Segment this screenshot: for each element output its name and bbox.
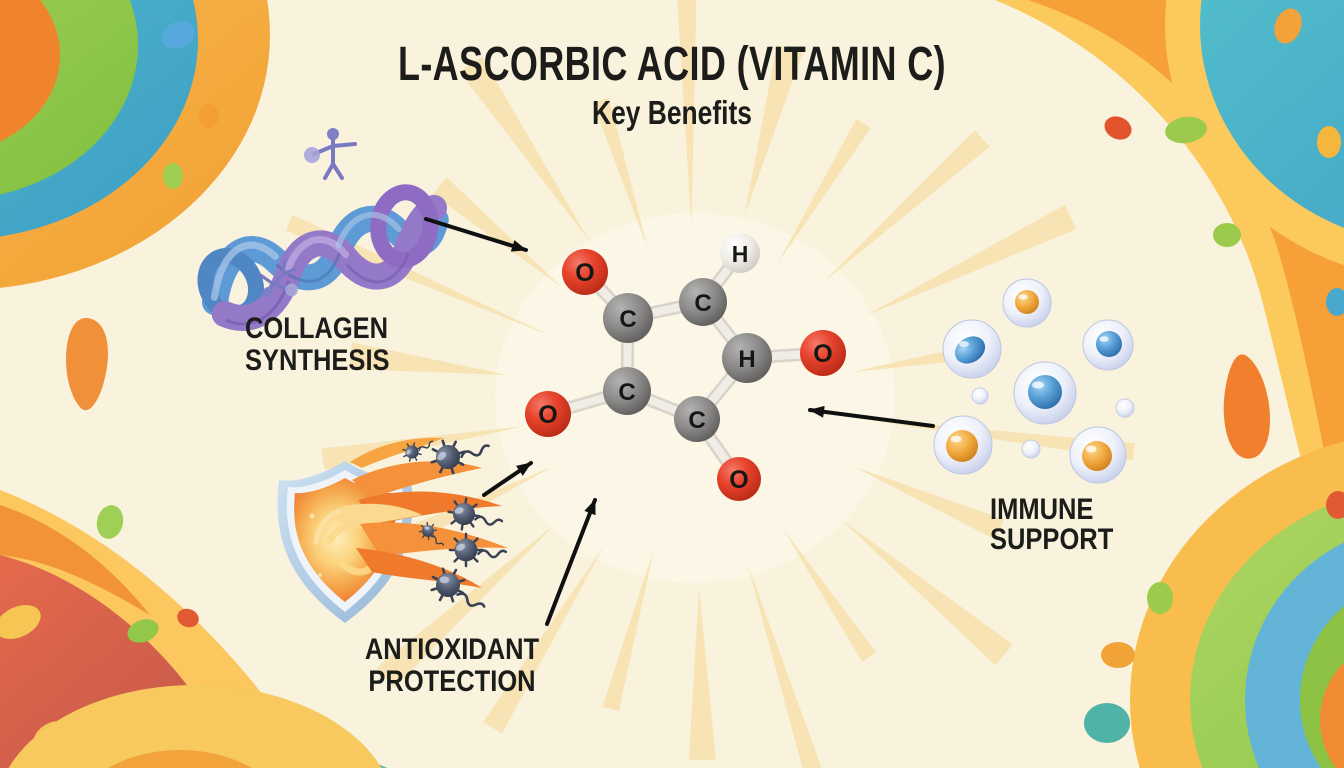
sun-ray bbox=[744, 45, 803, 215]
sun-ray bbox=[777, 119, 871, 264]
benefit-label-collagen-synthesis: COLLAGEN SYNTHESIS bbox=[245, 313, 390, 377]
benefit-label-line: IMMUNE bbox=[990, 493, 1094, 526]
arrows bbox=[424, 217, 935, 626]
accent-dot bbox=[199, 104, 219, 128]
background-decor-top-right bbox=[995, 0, 1344, 615]
collagen-figure-top-icon bbox=[302, 126, 357, 180]
accent-dot bbox=[1326, 491, 1344, 519]
sun-ray bbox=[348, 342, 507, 375]
benefit-label-line: COLLAGEN bbox=[245, 312, 389, 345]
sun-ray bbox=[824, 130, 990, 282]
accent-dot bbox=[1326, 288, 1344, 316]
immune-cell bbox=[1069, 426, 1127, 484]
sun-ray bbox=[592, 97, 648, 248]
arrow-radicals-to-molecule bbox=[482, 461, 533, 497]
accent-teardrop bbox=[1223, 354, 1270, 459]
atom-hydrogen: H bbox=[720, 233, 760, 273]
accent-dot bbox=[1104, 116, 1132, 140]
benefit-label-antioxidant-protection: ANTIOXIDANT PROTECTION bbox=[333, 634, 571, 698]
immune-bubble bbox=[1115, 398, 1135, 418]
accent-dot bbox=[1084, 703, 1130, 743]
accent-dot bbox=[1165, 116, 1207, 144]
atom-label: O bbox=[575, 259, 594, 287]
immune-cell bbox=[942, 319, 1002, 379]
arrow-antioxidant-to-molecule bbox=[545, 498, 597, 626]
sun-ray bbox=[376, 525, 555, 688]
atom-carbon: C bbox=[679, 278, 727, 326]
accent-teardrop bbox=[66, 317, 109, 411]
accent-dot bbox=[1147, 582, 1173, 614]
arrow-collagen-to-molecule bbox=[424, 217, 528, 252]
atom-oxygen: O bbox=[562, 249, 608, 295]
accent-dot bbox=[177, 608, 199, 628]
atom-oxygen: O bbox=[800, 330, 846, 376]
benefit-label-line: SUPPORT bbox=[990, 523, 1114, 556]
sun-ray bbox=[688, 587, 716, 761]
accent-dot bbox=[161, 21, 195, 49]
atom-label: H bbox=[732, 241, 749, 267]
immune-cells-illustration bbox=[933, 278, 1135, 484]
benefit-label-line: SYNTHESIS bbox=[245, 344, 390, 377]
atom-oxygen: O bbox=[525, 391, 571, 437]
benefit-label-line: ANTIOXIDANT bbox=[364, 633, 540, 666]
benefit-label-immune-support: IMMUNE SUPPORT bbox=[990, 495, 1113, 555]
immune-bubble bbox=[1021, 439, 1041, 459]
atom-label: O bbox=[729, 466, 748, 494]
background-decor-top-left bbox=[0, 0, 270, 288]
sun-ray bbox=[677, 0, 697, 225]
arrow-immune-to-molecule bbox=[808, 405, 935, 428]
background-decor-bottom-left bbox=[0, 317, 388, 768]
benefit-label-line: PROTECTION bbox=[368, 665, 536, 698]
atom-label: O bbox=[538, 401, 557, 429]
accent-dot bbox=[0, 605, 41, 639]
accent-dot bbox=[1317, 126, 1341, 158]
atom-carbon: C bbox=[674, 396, 720, 442]
collagen-helix-icon bbox=[197, 184, 449, 331]
sun-ray bbox=[459, 56, 590, 241]
sun-ray bbox=[854, 467, 1005, 540]
atom-label: C bbox=[688, 407, 705, 434]
atom-carbon: C bbox=[603, 367, 651, 415]
sun-ray bbox=[851, 417, 1135, 461]
atom-hydrogen-gray: H bbox=[722, 333, 772, 383]
atom-label: C bbox=[618, 379, 635, 406]
atom-carbon: C bbox=[603, 293, 653, 343]
page-subtitle: Key Benefits bbox=[592, 94, 752, 131]
collagen-illustration bbox=[197, 126, 449, 331]
sun-ray bbox=[602, 550, 654, 711]
immune-bubble bbox=[971, 387, 989, 405]
background-decor-bottom-right bbox=[1084, 354, 1344, 768]
sun-ray bbox=[841, 519, 1013, 666]
accent-dot bbox=[1213, 223, 1241, 247]
accent-dot bbox=[127, 619, 159, 643]
atom-label: H bbox=[738, 346, 755, 373]
accent-dot bbox=[96, 505, 124, 539]
sun-ray bbox=[432, 177, 562, 287]
immune-cell bbox=[1013, 361, 1077, 425]
antioxidant-illustration bbox=[277, 426, 508, 623]
accent-dot bbox=[1274, 8, 1302, 44]
molecule-illustration: O C H C C O C H O O bbox=[525, 233, 846, 501]
atom-label: C bbox=[619, 306, 636, 333]
sun-ray bbox=[747, 563, 822, 768]
sun-ray bbox=[483, 546, 604, 734]
page-title: L-ASCORBIC ACID (VITAMIN C) bbox=[397, 38, 947, 91]
atom-label: C bbox=[694, 290, 711, 317]
immune-cell bbox=[933, 415, 993, 475]
atom-label: O bbox=[813, 340, 832, 368]
immune-cell bbox=[1082, 319, 1134, 371]
accent-dot bbox=[1101, 642, 1135, 668]
sunburst-rays bbox=[285, 0, 1135, 768]
accent-dot bbox=[163, 163, 183, 189]
atom-oxygen: O bbox=[717, 457, 761, 501]
sun-ray bbox=[866, 204, 1077, 316]
immune-cell bbox=[1002, 278, 1052, 328]
sun-ray bbox=[783, 529, 877, 662]
